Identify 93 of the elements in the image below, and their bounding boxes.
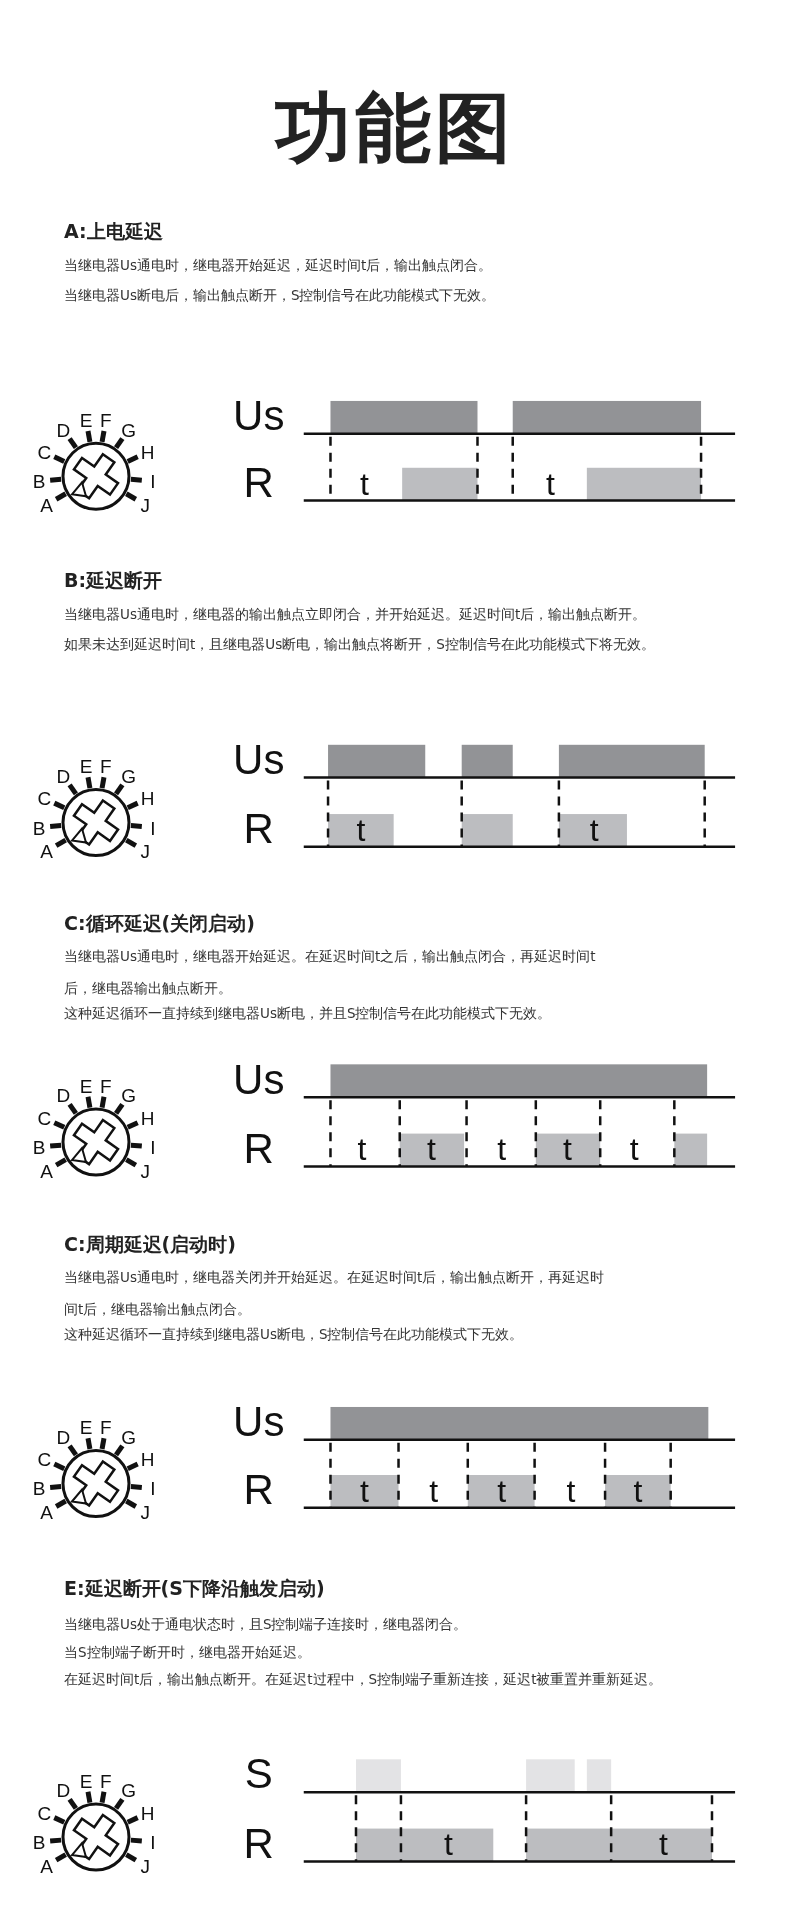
- description-text: 当继电器Us通电时，继电器的输出触点立即闭合，并开始延迟。延迟时间t后，输出触点断开。: [64, 604, 648, 624]
- dial-letter: C: [37, 788, 52, 810]
- signal-name: R: [243, 1819, 274, 1867]
- time-label: t: [360, 465, 369, 502]
- signal-name: R: [243, 1466, 274, 1514]
- dial-letter: H: [140, 442, 155, 464]
- time-label: t: [357, 1131, 367, 1168]
- dial-letter: G: [121, 1085, 137, 1107]
- dial-letter: H: [140, 1108, 155, 1129]
- time-label: t: [443, 1826, 453, 1863]
- signal-name: R: [243, 458, 274, 506]
- dial-letter: A: [40, 1855, 53, 1877]
- dial-letter: C: [37, 1449, 52, 1471]
- description-text: 当S控制端子断开时，继电器开始延迟。: [64, 1643, 312, 1663]
- time-label: t: [562, 1131, 572, 1168]
- time-label: t: [566, 1472, 576, 1509]
- dial-letter: B: [32, 1137, 46, 1159]
- signal-name: Us: [233, 735, 285, 783]
- dial-letter: J: [140, 1855, 151, 1877]
- dial-letter: J: [140, 1502, 151, 1523]
- dial-letter: J: [140, 494, 151, 516]
- dial-letter: I: [150, 1478, 156, 1500]
- signal-name: S: [244, 1750, 273, 1798]
- dial-letter: E: [79, 1770, 93, 1792]
- time-label: t: [497, 1472, 507, 1509]
- dial-letter: I: [150, 1832, 156, 1854]
- dial-letter: F: [100, 756, 112, 778]
- signal-name: Us: [233, 392, 285, 440]
- dial-letter: I: [150, 1137, 156, 1159]
- dial-letter: E: [79, 410, 93, 432]
- dial-letter: D: [56, 1426, 71, 1448]
- time-label: t: [545, 465, 555, 502]
- time-label: t: [426, 1131, 436, 1168]
- signal-name: Us: [233, 1055, 285, 1103]
- dial-letter: H: [140, 788, 155, 810]
- dial-letter: F: [100, 1770, 112, 1792]
- dial-letter: B: [32, 1478, 46, 1500]
- description-text: 当继电器Us通电时，继电器开始延迟，延迟时间t后，输出触点闭合。: [64, 255, 494, 275]
- time-label: t: [497, 1131, 507, 1168]
- dial-letter: H: [140, 1803, 155, 1824]
- dial-letter: C: [37, 1108, 52, 1129]
- signal-name: R: [243, 805, 274, 853]
- description-text: 如果未达到延迟时间t，且继电器Us断电，输出触点将断开，S控制信号在此功能模式下将无效。: [64, 634, 656, 654]
- dial-letter: E: [79, 1075, 93, 1097]
- dial-letter: G: [121, 765, 137, 787]
- dial-letter: B: [32, 471, 46, 493]
- dial-letter: A: [40, 1502, 53, 1523]
- description-text: 当继电器Us通电时，继电器关闭并开始延迟。在延迟时间t后，输出触点断开，再延迟时间t后，继电器输出触点闭合。: [64, 1267, 606, 1319]
- dial-letter: H: [140, 1449, 155, 1471]
- section-heading: A:上电延迟: [64, 218, 163, 244]
- dial-letter: I: [150, 471, 156, 493]
- dial-letter: D: [56, 419, 71, 441]
- description-text: 这种延迟循环一直持续到继电器Us断电，S控制信号在此功能模式下无效。: [64, 1325, 525, 1345]
- description-text: 这种延迟循环一直持续到继电器Us断电，并且S控制信号在此功能模式下无效。: [64, 1004, 553, 1024]
- section-heading: B:延迟断开: [64, 567, 163, 593]
- dial-letter: G: [121, 419, 137, 441]
- time-label: t: [633, 1472, 643, 1509]
- time-label: t: [429, 1472, 439, 1509]
- dial-letter: I: [150, 817, 156, 839]
- time-label: t: [629, 1131, 639, 1168]
- dial-letter: J: [140, 841, 151, 863]
- section-heading: C:周期延迟(启动时): [64, 1232, 236, 1258]
- description-text: 当继电器Us通电时，继电器开始延迟。在延迟时间t之后，输出触点闭合，再延迟时间t后，继电器输出触点断开。: [64, 947, 597, 999]
- dial-letter: J: [140, 1160, 151, 1182]
- dial-letter: F: [100, 1075, 112, 1097]
- dial-letter: E: [79, 756, 93, 778]
- dial-letter: E: [79, 1417, 93, 1439]
- dial-letter: C: [37, 1803, 52, 1824]
- dial-letter: A: [40, 1160, 53, 1182]
- dial-letter: A: [40, 841, 53, 863]
- time-label: t: [360, 1472, 369, 1509]
- dial-letter: B: [32, 817, 46, 839]
- dial-letter: G: [121, 1780, 137, 1802]
- dial-letter: F: [100, 1417, 112, 1439]
- page-title: 功能图: [273, 82, 516, 174]
- dial-letter: D: [56, 1780, 71, 1802]
- time-label: t: [658, 1826, 668, 1863]
- dial-letter: B: [32, 1832, 46, 1854]
- dial-letter: G: [121, 1426, 137, 1448]
- time-label: t: [589, 811, 599, 848]
- dial-letter: F: [100, 410, 112, 432]
- dial-letter: D: [56, 1085, 71, 1107]
- section-heading: C:循环延迟(关闭启动): [64, 911, 255, 937]
- description-text: 当继电器Us处于通电状态时，且S控制端子连接时，继电器闭合。: [64, 1615, 469, 1635]
- signal-name: Us: [233, 1398, 285, 1446]
- time-label: t: [356, 811, 366, 848]
- description-text: 当继电器Us断电后，输出触点断开，S控制信号在此功能模式下无效。: [64, 286, 497, 306]
- dial-letter: A: [40, 494, 53, 516]
- signal-name: R: [243, 1124, 274, 1172]
- dial-letter: C: [37, 442, 52, 464]
- dial-letter: D: [56, 765, 71, 787]
- description-text: 在延迟时间t后，输出触点断开。在延迟t过程中，S控制端子重新连接，延迟t被重置并重新延迟。: [64, 1670, 664, 1690]
- section-heading: E:延迟断开(S下降沿触发启动): [64, 1576, 325, 1601]
